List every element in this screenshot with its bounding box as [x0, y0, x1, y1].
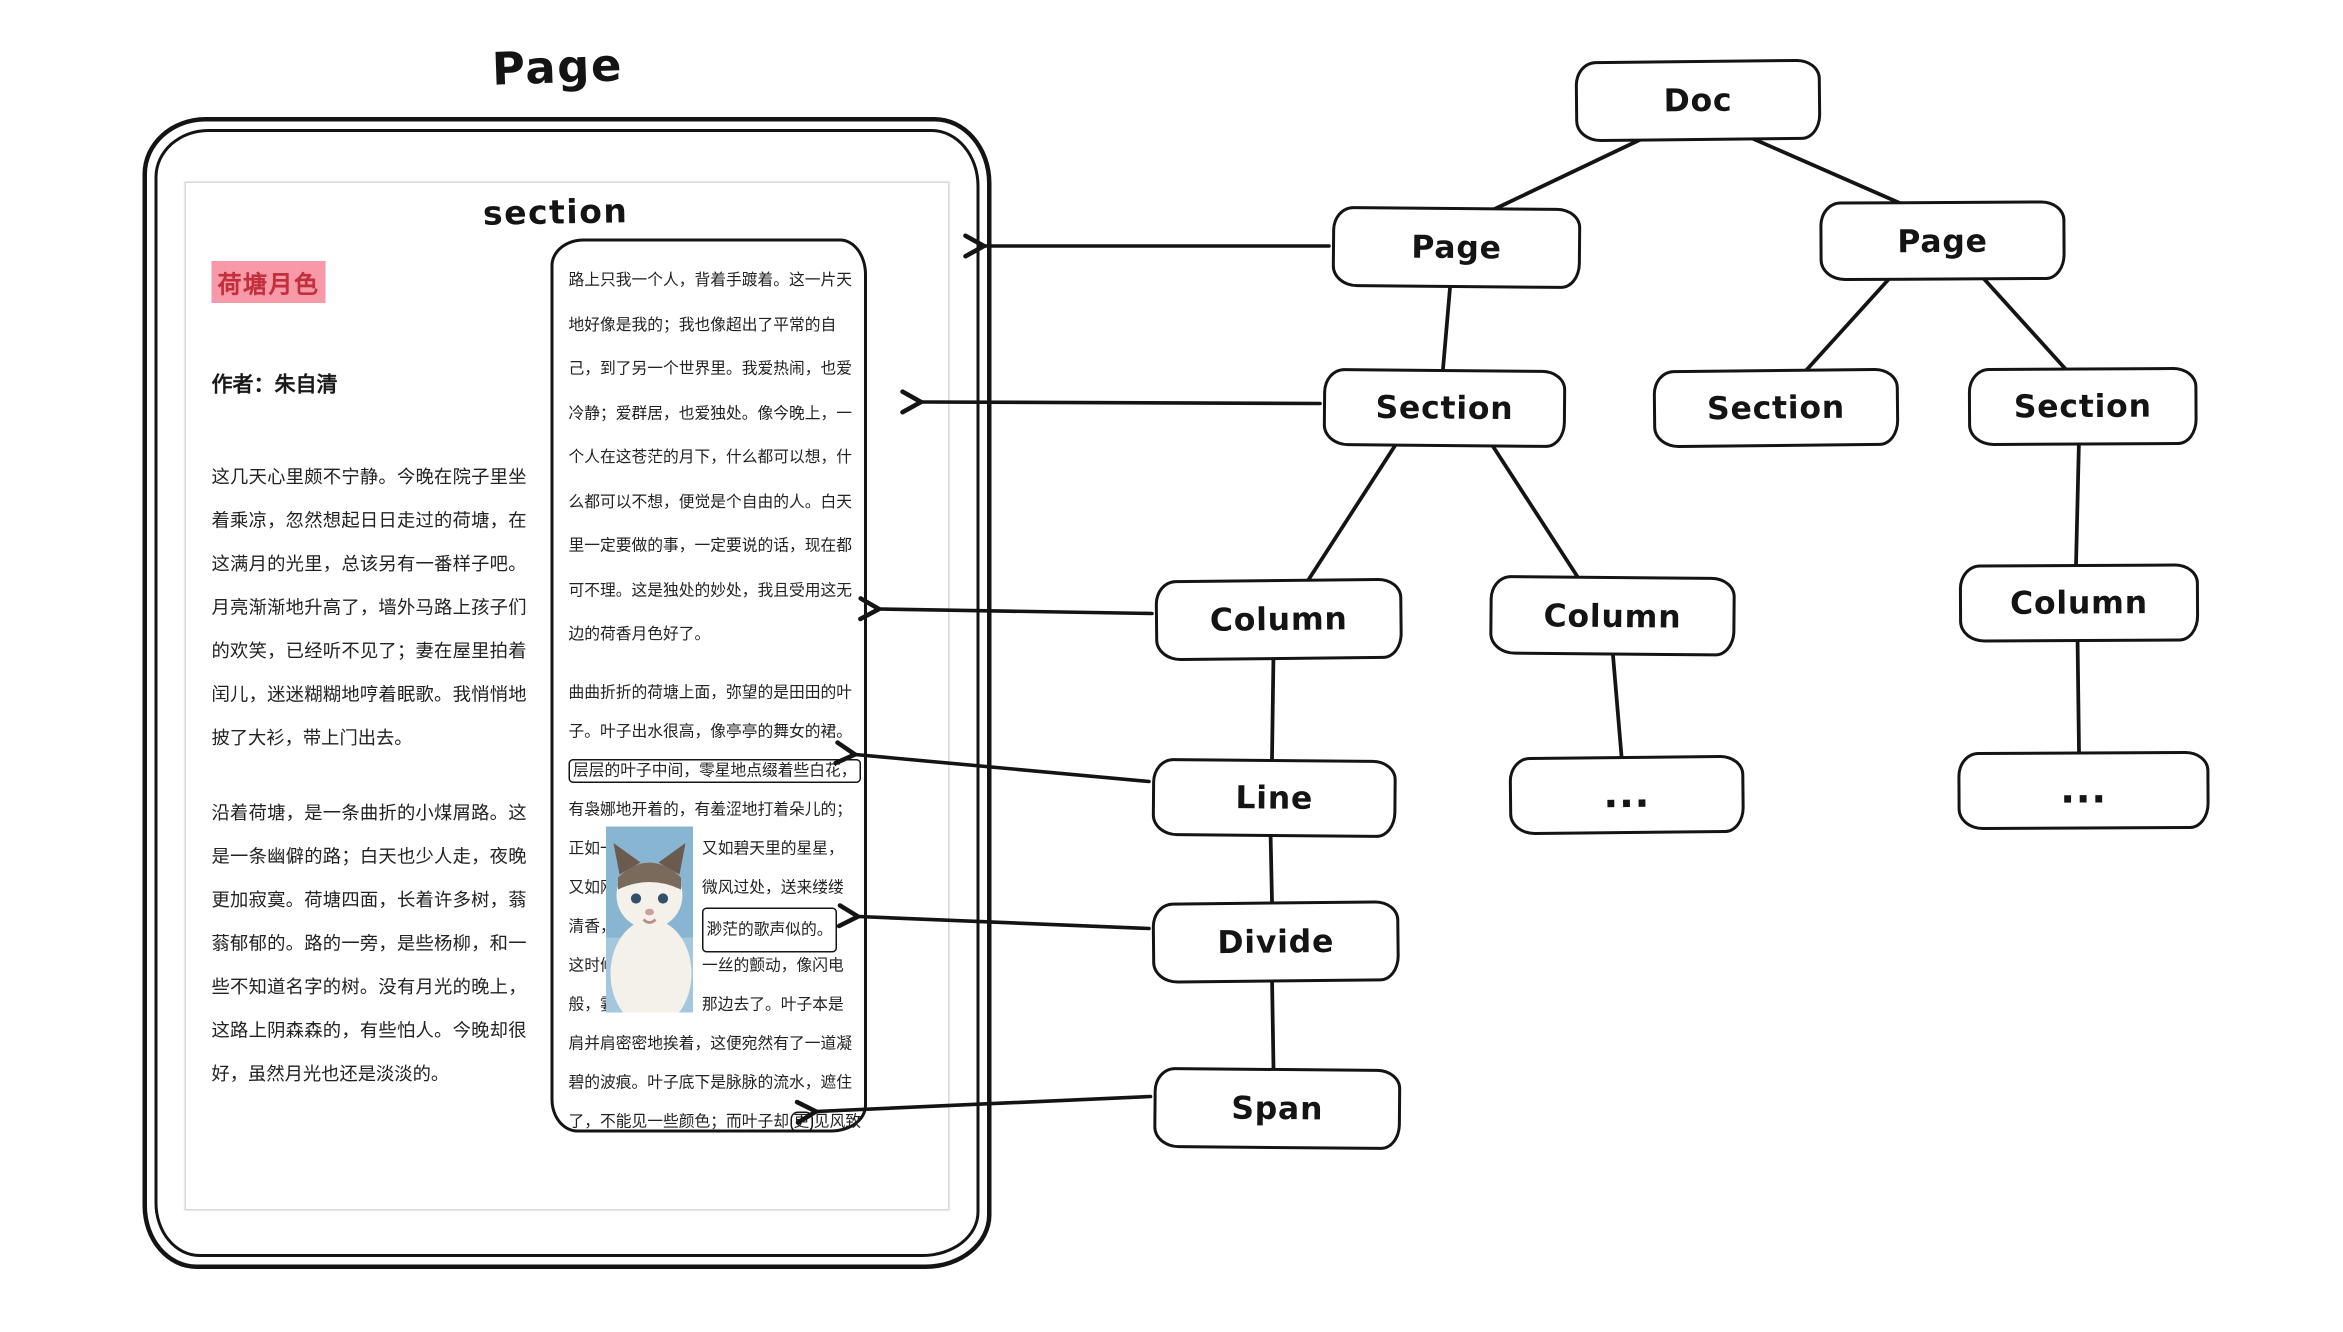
- section-frame: 路上只我一个人，背着手踱着。这一片天 地好像是我的；我也像超出了平常的自 己，到…: [550, 238, 867, 1133]
- text-line: 地好像是我的；我也像超出了平常的自: [568, 315, 837, 334]
- text-line: 可不理。这是独处的妙处，我且受用这无: [568, 581, 853, 600]
- tree-node-column-left: Column: [1154, 577, 1403, 662]
- text-line: 己，到了另一个世界里。我爱热闹，也爱: [568, 360, 853, 378]
- tree-node-column-right: Column: [1958, 563, 2200, 643]
- text-line: 层层的叶子中间，零星地点缀着些白花，: [568, 752, 861, 791]
- text-fragment: 见风致: [813, 1113, 861, 1131]
- section-frame-label: section: [482, 193, 629, 234]
- tree-node-page-right: Page: [1819, 200, 2066, 282]
- tree-node-page-left: Page: [1331, 205, 1582, 290]
- text-line: 又如刚 微风过处，送来缕缕: [569, 869, 857, 908]
- text-line: 肩并肩密密地挨着，这便宛然有了一道凝: [568, 1035, 853, 1053]
- document-author: 作者：朱自清: [211, 373, 338, 398]
- text-line: 边的荷香月色好了。: [568, 625, 711, 644]
- left-column-paragraph-1: 这几天心里颇不宁静。今晚在院子里坐着乘凉，忽然想起日日走过的荷塘，在这满月的光里…: [211, 466, 527, 749]
- tree-node-ellipsis-right: ...: [1957, 750, 2210, 831]
- text-fragment: 那边去了。叶子本是: [702, 996, 844, 1014]
- span-highlight-box: 更: [790, 1111, 813, 1133]
- right-column-paragraph-2: 曲曲折折的荷塘上面，弥望的是田田的叶 子。叶子出水很高，像亭亭的舞女的裙。 层层…: [568, 674, 861, 1142]
- document-sheet: 荷塘月色 作者：朱自清 这几天心里颇不宁静。今晚在院子里坐着乘凉，忽然想起日日走…: [184, 181, 950, 1211]
- text-line: 般，霎 那边去了。叶子本是: [569, 986, 857, 1025]
- tree-node-doc: Doc: [1574, 58, 1822, 143]
- divide-highlight-box: 渺茫的歌声似的。: [702, 907, 837, 953]
- tree-node-column-mid: Column: [1489, 574, 1736, 657]
- page-frame-label: Page: [491, 39, 624, 97]
- line-highlight-box: 层层的叶子中间，零星地点缀着些白花，: [568, 759, 861, 783]
- page-frame: 荷塘月色 作者：朱自清 这几天心里颇不宁静。今晚在院子里坐着乘凉，忽然想起日日走…: [142, 117, 992, 1269]
- tree-node-span: Span: [1153, 1066, 1402, 1151]
- text-fragment: 般，霎: [568, 996, 616, 1014]
- document-title: 荷塘月色: [211, 261, 326, 303]
- tree-node-section-left: Section: [1322, 367, 1567, 449]
- text-line: 里一定要做的事，一定要说的话，现在都: [568, 537, 853, 555]
- text-line: 正如一 又如碧天里的星星，: [569, 830, 857, 869]
- text-fragment: 又如碧天里的星星，: [702, 840, 844, 858]
- text-line: 曲曲折折的荷塘上面，弥望的是田田的叶: [568, 684, 853, 702]
- text-line: 碧的波痕。叶子底下是脉脉的流水，遮住: [568, 1074, 853, 1092]
- text-line: 么都可以不想，便觉是个自由的人。白天: [568, 492, 853, 511]
- text-line: 个人在这苍茫的月下，什么都可以想，什: [568, 448, 853, 467]
- text-line: 清香， 渺茫的歌声似的。: [568, 907, 857, 953]
- tree-node-divide: Divide: [1151, 900, 1400, 984]
- text-line: 子。叶子出水很高，像亭亭的舞女的裙。: [568, 723, 853, 741]
- tree-node-section-right: Section: [1967, 366, 2198, 447]
- tree-node-section-mid: Section: [1652, 367, 1900, 449]
- text-line: 路上只我一个人，背着手踱着。这一片天: [568, 271, 853, 290]
- text-fragment: 了，不能见一些颜色；而叶子却: [568, 1113, 790, 1131]
- left-column-paragraph-2: 沿着荷塘，是一条曲折的小煤屑路。这是一条幽僻的路；白天也少人走，夜晚更加寂寞。荷…: [211, 802, 527, 1085]
- text-line: 有袅娜地开着的，有羞涩地打着朵儿的；: [568, 801, 853, 819]
- text-fragment: 一丝的颤动，像闪电: [702, 957, 844, 975]
- text-fragment: 又如刚: [568, 879, 616, 897]
- text-fragment: 这时候: [568, 957, 616, 975]
- cat-photo: [606, 826, 693, 1013]
- tree-node-ellipsis-mid: ...: [1508, 754, 1745, 836]
- text-line: 了，不能见一些颜色；而叶子却更见风致: [568, 1103, 861, 1142]
- text-fragment: 正如一: [568, 840, 616, 858]
- text-line: 冷静；爱群居，也爱独处。像今晚上，一: [568, 404, 853, 423]
- text-fragment: 清香，: [568, 918, 616, 936]
- right-column-paragraph-1: 路上只我一个人，背着手踱着。这一片天 地好像是我的；我也像超出了平常的自 己，到…: [569, 260, 857, 658]
- text-line: 这时候 一丝的颤动，像闪电: [569, 947, 857, 986]
- tree-node-line: Line: [1151, 757, 1397, 839]
- text-fragment: 微风过处，送来缕缕: [702, 879, 844, 897]
